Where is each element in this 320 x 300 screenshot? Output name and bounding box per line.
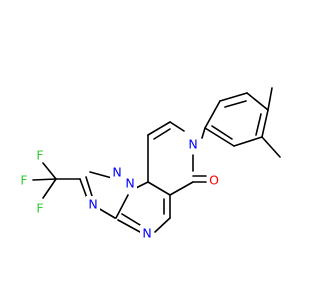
atom-n-ring-lower-label: N [88, 197, 97, 212]
bond-cf3-f-top [42, 162, 57, 180]
bond-c3a-n9 [115, 194, 129, 219]
bond-c3a-n4 [117, 219, 141, 233]
bond-ar5-ar6 [233, 136, 263, 147]
atom-n-ring-junction: N [123, 175, 137, 191]
atom-f-top-bg [34, 147, 46, 162]
bond-c8-n7 [169, 121, 185, 132]
atom-f-top-label: F [36, 148, 43, 163]
atom-n-ring-top-bg [110, 164, 124, 179]
atom-n-pyridinone-label: N [188, 137, 197, 152]
bond-c9-c8 [147, 121, 171, 136]
bond-ar3-ar4 [246, 92, 269, 111]
atom-f-bottom: F [34, 200, 46, 216]
bond-n7-aryl [201, 127, 206, 139]
bond-methyl-meta [261, 136, 281, 158]
atom-o-carbonyl-label: O [209, 173, 219, 188]
atom-n-ring-lower: N [86, 196, 100, 212]
molecule-structure: N N N N N O F F [18, 87, 281, 241]
bond-ar6-ar1 [204, 127, 235, 147]
atom-n-pyrimidine-bg [140, 225, 154, 240]
atom-n-ring-junction-label: N [125, 176, 134, 191]
atom-o-carbonyl: O [207, 172, 221, 188]
atom-f-bottom-label: F [36, 201, 43, 216]
bond-ar1-ar2 [204, 100, 221, 129]
bond-c9a-n9 [135, 181, 149, 189]
bond-n1-c2 [89, 171, 113, 179]
atom-f-bottom-bg [34, 200, 46, 215]
bond-c2-n3 [79, 178, 88, 199]
bond-c2-n3-double [85, 176, 93, 197]
atom-n-ring-lower-bg [86, 196, 100, 211]
bond-cf3-f-left [32, 178, 57, 181]
atom-f-left: F [18, 172, 30, 188]
bond-c5a-c9a [147, 181, 171, 196]
atom-n-pyrimidine-label: N [142, 226, 151, 241]
bond-n4-c5 [154, 217, 171, 233]
bond-ar4-ar5-double [255, 113, 262, 136]
bond-n3-c3a [97, 207, 116, 219]
bond-ar4-ar5 [261, 109, 269, 138]
atom-n-ring-top: N [110, 164, 124, 180]
atom-labels: N N N N N O F F [18, 136, 221, 241]
bonds [32, 87, 281, 233]
bond-c3a-n4-double [121, 213, 141, 226]
atom-f-left-bg [18, 172, 30, 187]
atom-o-carbonyl-bg [207, 172, 221, 187]
atom-n-pyrimidine: N [140, 225, 154, 241]
bond-ar2-ar3 [219, 92, 248, 102]
bond-ar6-ar1-double [211, 125, 233, 140]
bond-methyl-para [267, 87, 273, 111]
bond-cf3-f-bottom [42, 178, 57, 199]
atom-n-ring-junction-bg [123, 175, 137, 190]
atom-f-left-label: F [20, 173, 27, 188]
bond-c9-c8-double [153, 128, 171, 140]
bond-ar2-ar3-double [224, 100, 247, 108]
atom-n-ring-top-label: N [112, 165, 121, 180]
atom-n-pyridinone: N [186, 136, 200, 152]
bond-c6-c5a [169, 181, 194, 196]
atom-f-top: F [34, 147, 46, 163]
atom-n-pyridinone-bg [186, 136, 200, 151]
